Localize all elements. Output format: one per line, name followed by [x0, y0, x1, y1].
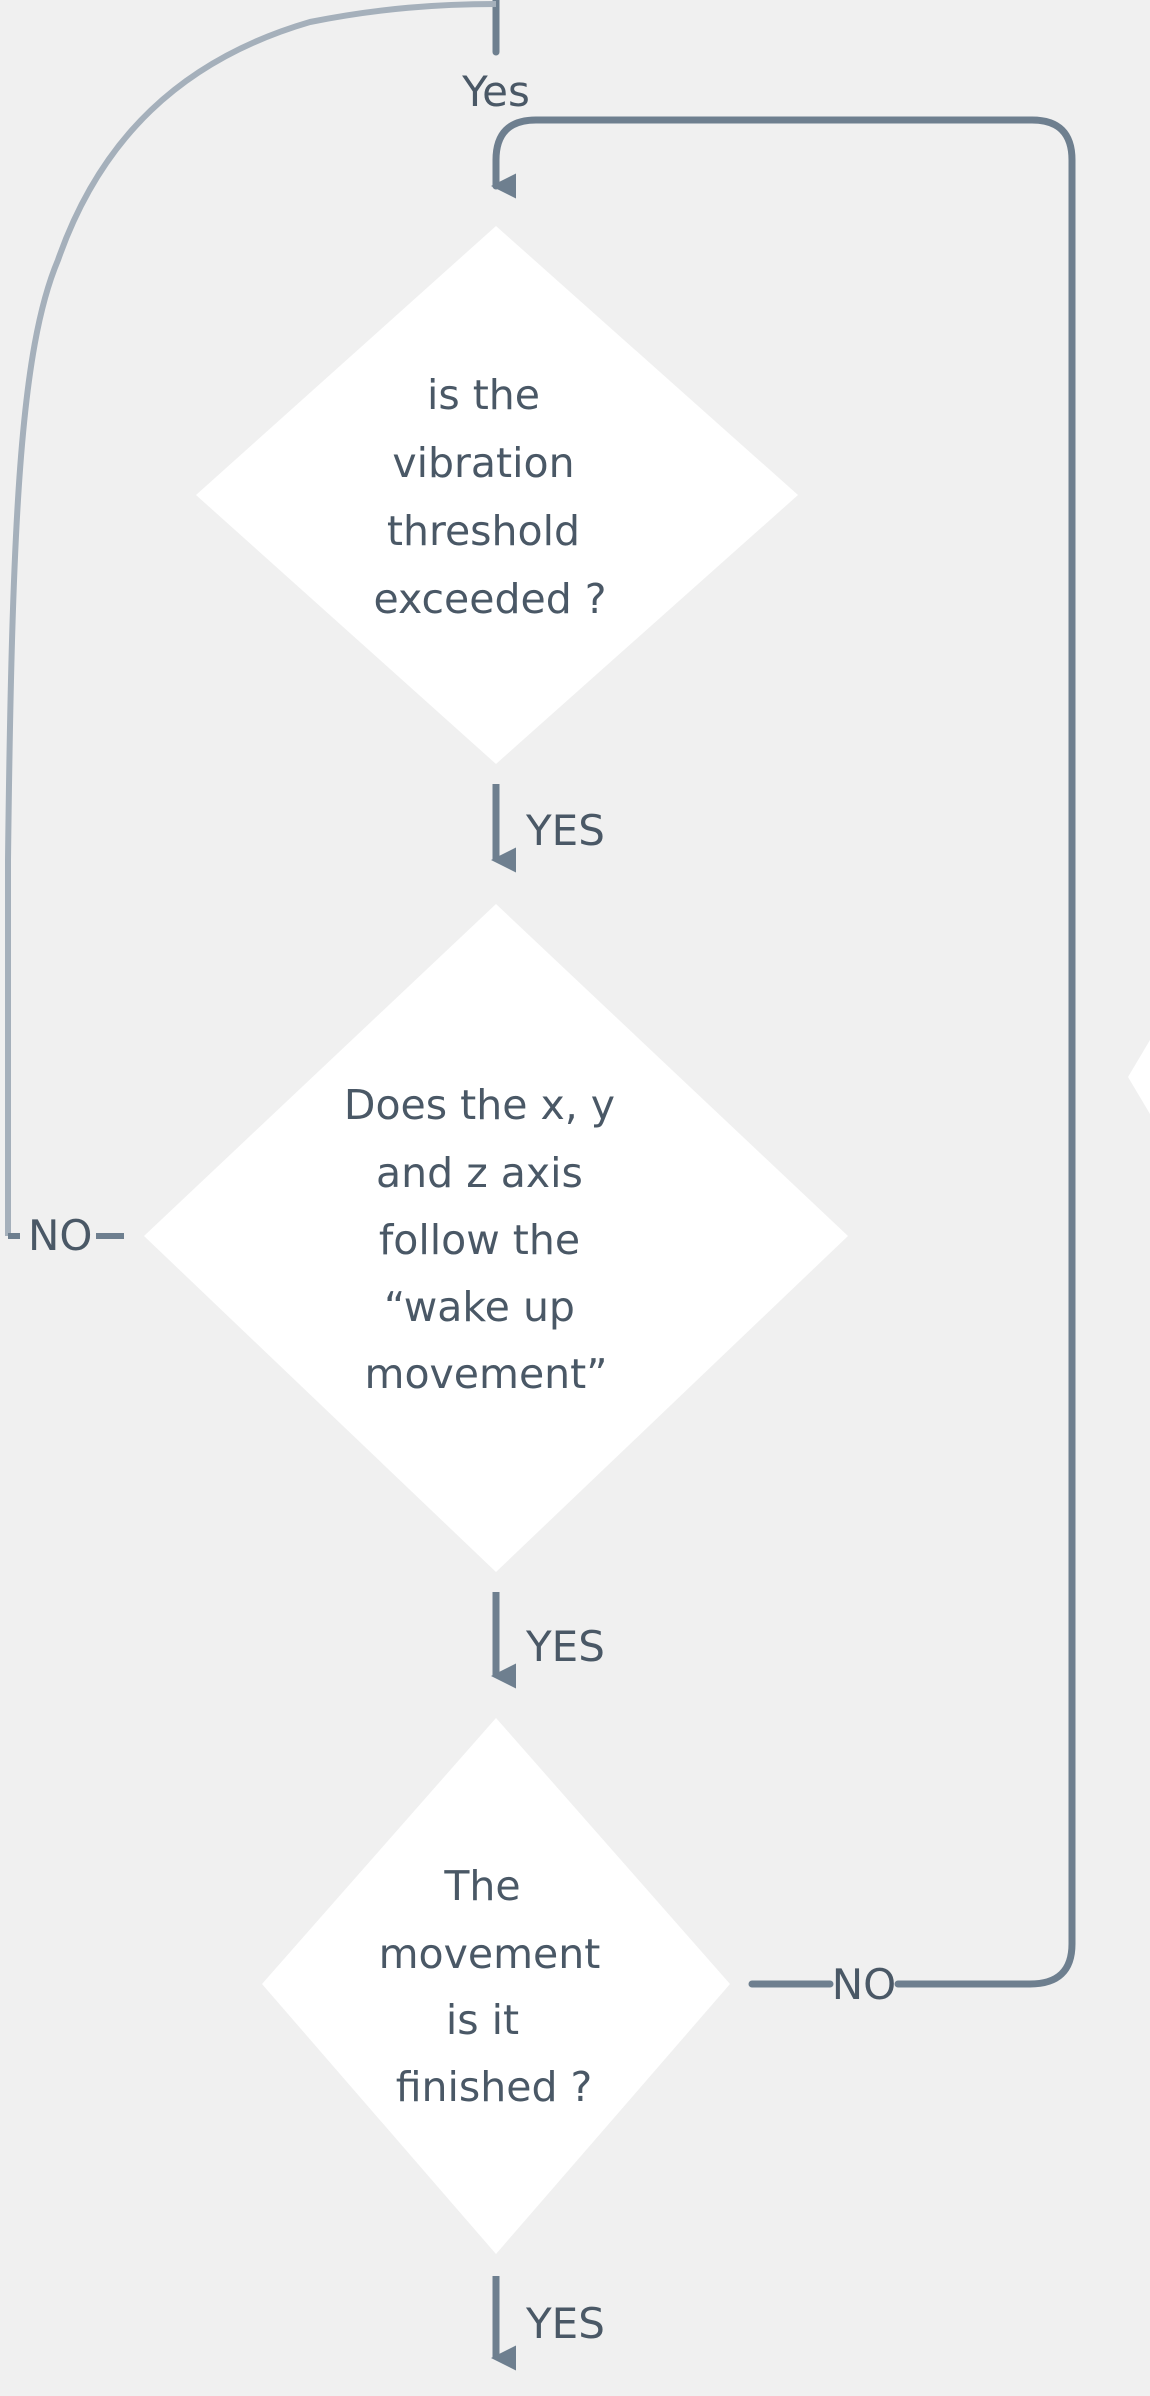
vibration-check-diamond — [196, 226, 798, 764]
no-loop-left-connector — [4, 1, 497, 1236]
top-yes-label: Yes — [461, 67, 530, 116]
axis-check-text: Does the x, y and z axis follow the “wak… — [344, 1081, 628, 1398]
yes-label-1: YES — [525, 806, 605, 855]
yes-label-2: YES — [525, 1622, 605, 1671]
axis-check-diamond — [144, 904, 848, 1572]
no-loop-right-connector — [496, 116, 1076, 1988]
no-right-label: NO — [832, 1960, 896, 2009]
movement-finished-diamond — [262, 1718, 730, 2254]
movement-finished-text: The movement is it finished ? — [379, 1862, 614, 2111]
yes-label-3: YES — [525, 2299, 605, 2348]
offscreen-node-edge — [1128, 1040, 1150, 1114]
no-left-label: NO — [28, 1211, 92, 1260]
vibration-check-text: is the vibration threshold exceeded ? — [373, 371, 606, 623]
